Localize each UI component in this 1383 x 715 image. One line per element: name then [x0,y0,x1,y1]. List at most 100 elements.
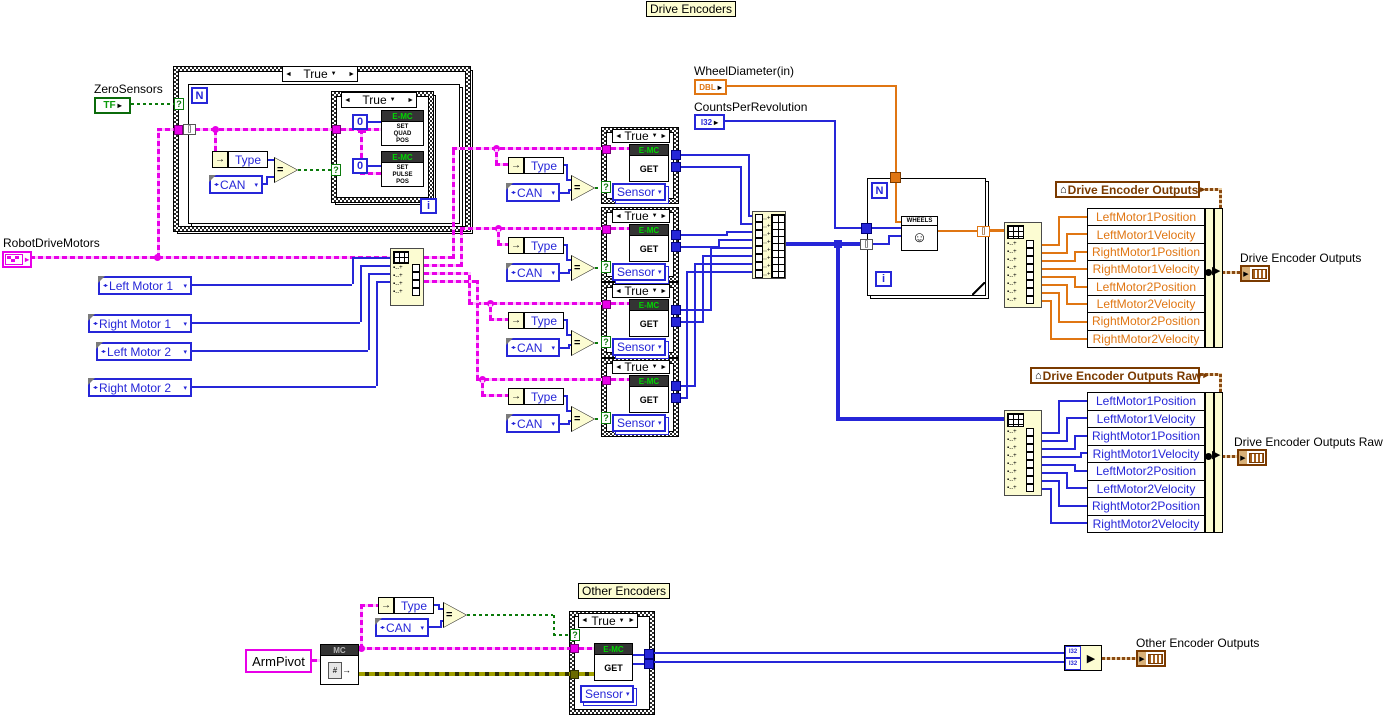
emc-get-node[interactable]: E-MC GET [629,299,669,337]
next-case-icon[interactable]: ► [660,363,667,371]
unbundle-type-field[interactable]: Type [524,388,564,405]
wire [611,302,629,305]
next-case-icon[interactable]: ► [348,70,355,78]
drive-encoder-outputs-indicator[interactable]: ▶ [1240,265,1270,282]
case-selector[interactable]: ◄ True▼ ► [612,129,670,143]
wire [360,132,363,174]
arm-pivot-constant[interactable]: ArmPivot [245,649,312,673]
motor-ring-left-motor-2[interactable]: ◂▸Left Motor 2▾ [96,342,192,361]
motor-ring-right-motor-2[interactable]: ◂▸Right Motor 2▾ [88,378,192,397]
can-ring-constant[interactable]: ◂▸CAN▾ [506,263,560,282]
drive-encoder-outputs-raw-global[interactable]: ⌂ Drive Encoder Outputs Raw ▸ [1030,367,1208,384]
equals-node[interactable]: = [274,157,298,183]
bundle-field[interactable]: RightMotor2Velocity [1092,331,1200,346]
bundle-node[interactable]: I32 I32 ▶ [1064,645,1102,671]
emc-header: E-MC [629,144,669,156]
prev-case-icon[interactable]: ◄ [615,363,622,371]
drive-encoder-outputs-global[interactable]: ⌂ Drive Encoder Outputs ▸ [1055,181,1205,198]
equals-node[interactable]: = [571,175,595,201]
bundle-by-name-drive-outputs-raw[interactable]: LeftMotor1Position LeftMotor1Velocity Ri… [1087,392,1205,533]
prev-case-icon[interactable]: ◄ [615,132,622,140]
sensor-ring[interactable]: Sensor▾ [612,414,666,432]
bundle-field[interactable]: RightMotor1Position [1088,244,1204,262]
terminal-arrow-icon: ▸ [1203,370,1208,380]
prev-case-icon[interactable]: ◄ [285,70,292,78]
prev-case-icon[interactable]: ◄ [344,96,351,104]
counts-per-revolution-terminal[interactable]: I32▸ [694,114,725,130]
bundle-field[interactable]: RightMotor2Velocity [1092,516,1200,531]
prev-case-icon[interactable]: ◄ [581,617,588,624]
sensor-ring[interactable]: Sensor▾ [612,338,666,356]
ring-icon: ◂▸ [101,349,106,355]
unbundle-type-field[interactable]: Type [228,151,268,168]
wheels-subvi[interactable]: WHEELS ☺ [901,216,938,251]
bundle-field[interactable]: LeftMotor2Position [1088,463,1204,481]
wire [681,166,740,168]
case-selector[interactable]: ◄ True▼ ► [341,92,417,108]
bundle-field[interactable]: LeftMotor1Position [1088,393,1204,411]
bundle-by-name-drive-outputs[interactable]: LeftMotor1Position LeftMotor1Velocity Ri… [1087,208,1205,348]
bundle-field[interactable]: LeftMotor2Position [1088,279,1204,296]
bundle-field[interactable]: RightMotor2Position [1088,313,1204,331]
emc-get-node[interactable]: E-MC GET [629,144,669,182]
motor-ring-left-motor-1[interactable]: ◂▸Left Motor 1▾ [98,276,192,295]
motor-ring-right-motor-1[interactable]: ◂▸Right Motor 1▾ [88,314,192,333]
mc-reference-node[interactable]: MC # → [320,644,359,685]
drive-encoder-outputs-raw-indicator[interactable]: ▶ [1237,449,1267,466]
index-row: ▪‥+ [1007,273,1017,279]
can-ring-constant[interactable]: ◂▸CAN▾ [375,618,429,637]
prev-case-icon[interactable]: ◄ [615,212,622,220]
emc-set-pulse-pos-node[interactable]: E-MC SET PULSE POS [381,151,424,187]
bundle-field[interactable]: LeftMotor2Velocity [1088,296,1204,314]
equals-node[interactable]: = [571,255,595,281]
bundle-field[interactable]: RightMotor2Position [1088,498,1204,516]
bundle-output-arrow-icon: ▶ [1212,265,1221,277]
next-case-icon[interactable]: ► [628,617,635,624]
equals-node[interactable]: = [571,406,595,432]
emc-get-node[interactable]: E-MC GET [629,224,669,262]
case-selector[interactable]: ◄ True▼ ► [612,360,670,374]
bundle-field[interactable]: LeftMotor1Velocity [1088,226,1204,244]
prev-case-icon[interactable]: ◄ [615,287,622,295]
node-text: POS [396,179,409,185]
next-case-icon[interactable]: ► [660,287,667,295]
next-case-icon[interactable]: ► [660,132,667,140]
sensor-ring[interactable]: Sensor▾ [580,685,634,703]
unbundle-type-field[interactable]: Type [524,157,564,174]
zero-constant[interactable]: 0 [352,114,368,130]
bundle-field[interactable]: RightMotor1Velocity [1088,446,1204,463]
can-ring-constant[interactable]: ◂▸CAN▾ [506,183,560,202]
case-selector[interactable]: ◄ True▼ ► [612,284,670,298]
equals-node[interactable]: = [571,330,595,356]
case-selector[interactable]: ◄ True▼ ► [578,613,638,628]
wire [1066,417,1087,419]
unbundle-type-field[interactable]: Type [524,237,564,254]
wire [1080,452,1082,458]
next-case-icon[interactable]: ► [660,212,667,220]
sensor-ring[interactable]: Sensor▾ [612,183,666,201]
wire [1074,435,1076,450]
bundle-field[interactable]: LeftMotor1Position [1088,209,1204,227]
sensor-ring[interactable]: Sensor▾ [612,263,666,281]
equals-node[interactable]: = [443,602,467,628]
can-ring-constant[interactable]: ◂▸CAN▾ [506,338,560,357]
bundle-field[interactable]: LeftMotor2Velocity [1088,481,1204,498]
zero-sensors-terminal[interactable]: TF▸ [94,97,131,114]
unbundle-type-field[interactable]: Type [524,312,564,329]
bundle-field[interactable]: RightMotor1Velocity [1088,261,1204,279]
emc-get-node[interactable]: E-MC GET [594,643,633,681]
next-case-icon[interactable]: ► [407,96,414,104]
case-selector[interactable]: ◄ True▼ ► [282,66,358,82]
other-encoder-outputs-indicator[interactable]: ▶ [1136,650,1166,667]
can-ring-constant[interactable]: ◂▸CAN▾ [506,414,560,433]
robot-drive-motors-terminal[interactable]: ▸ [2,251,32,268]
emc-get-node[interactable]: E-MC GET [629,375,669,413]
wheel-diameter-terminal[interactable]: DBL▸ [694,79,727,95]
zero-constant[interactable]: 0 [352,158,368,174]
bundle-field[interactable]: LeftMotor1Velocity [1088,411,1204,428]
case-selector[interactable]: ◄ True▼ ► [612,209,670,223]
emc-set-quad-pos-node[interactable]: E-MC SET QUAD POS [381,110,424,146]
unbundle-type-field[interactable]: Type [394,597,434,614]
can-ring-constant[interactable]: ◂▸CAN▾ [209,175,263,194]
bundle-field[interactable]: RightMotor1Position [1088,428,1204,446]
